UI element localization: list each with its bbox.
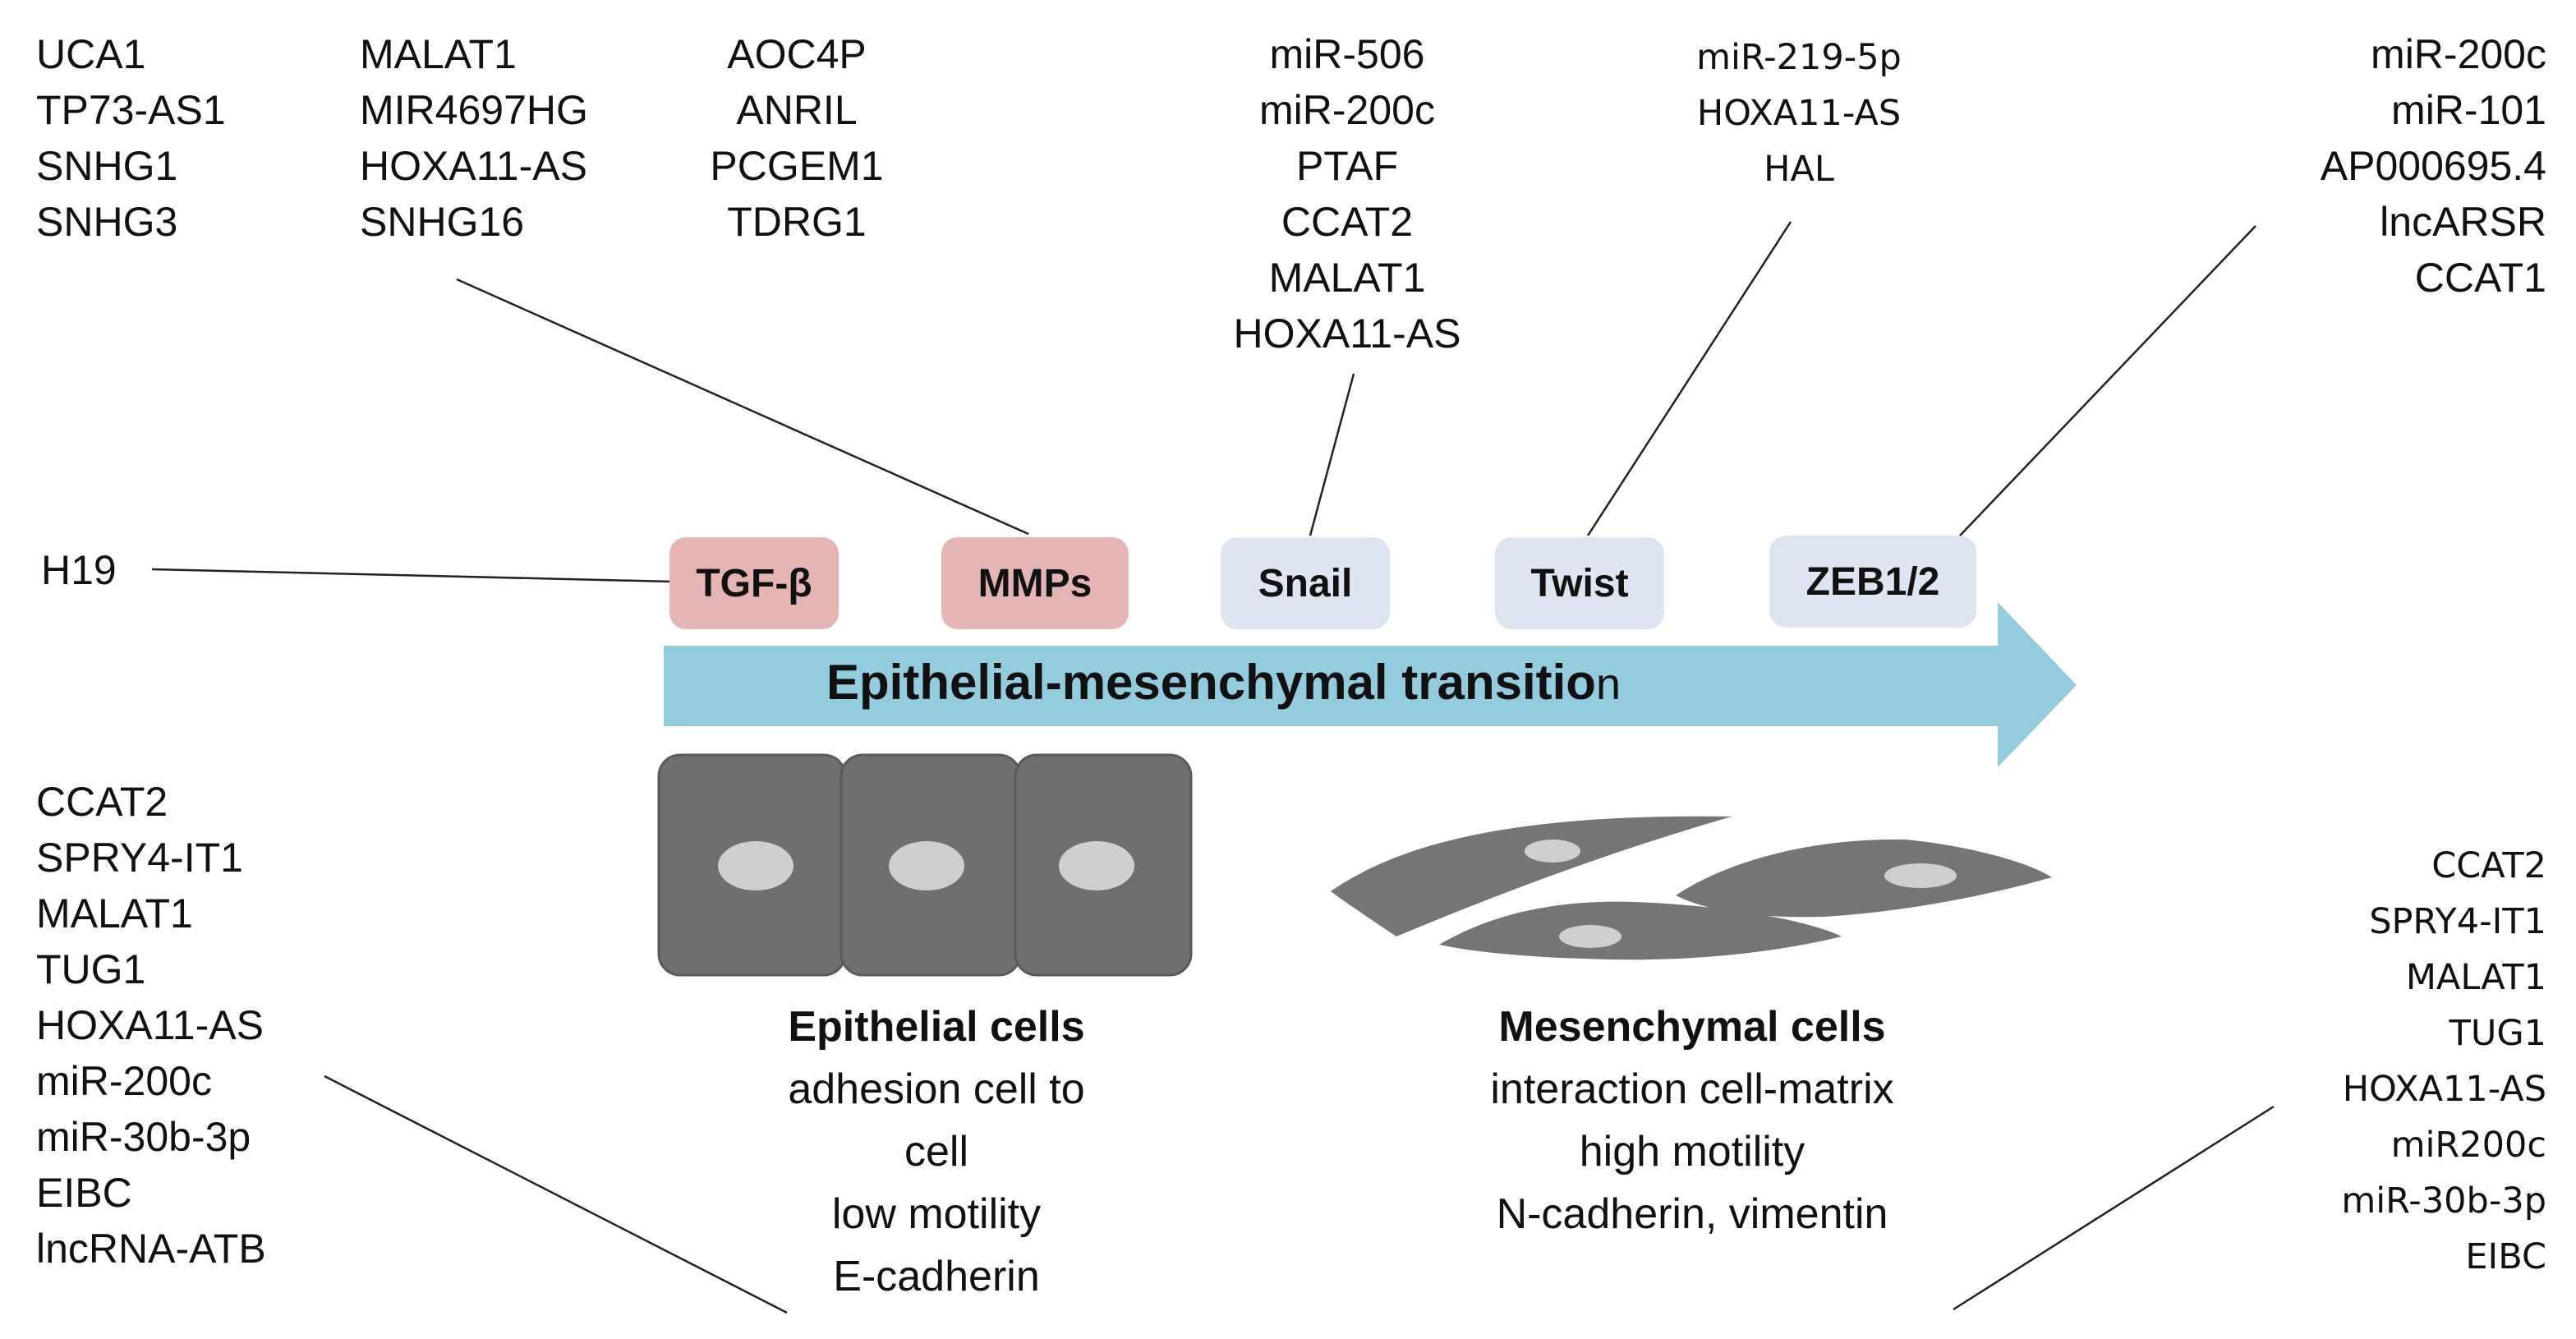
gene-label: HOXA11-AS	[1696, 93, 1902, 134]
connector-bottom-left	[324, 1074, 788, 1314]
caption-line: cell	[904, 1128, 969, 1176]
gene-label: CCAT2	[1281, 199, 1414, 245]
gene-label: miR-101	[2391, 87, 2546, 133]
twist-box: Twist	[1495, 537, 1664, 629]
gene-label: HOXA11-AS	[1233, 311, 1461, 357]
gene-label: EIBC	[36, 1170, 132, 1216]
gene-label: SPRY4-IT1	[36, 835, 243, 881]
top-list-col2: MALAT1 MIR4697HG HOXA11-AS SNHG16	[360, 26, 588, 250]
gene-label: TUG1	[36, 946, 146, 992]
bottom-right-list: CCAT2 SPRY4-IT1 MALAT1 TUG1 HOXA11-AS mi…	[2218, 838, 2546, 1285]
emt-arrow-label-end: n	[1595, 660, 1621, 709]
connector-snail-list	[1309, 373, 1355, 536]
gene-label: SNHG1	[36, 143, 178, 189]
gene-label: AOC4P	[727, 31, 867, 77]
emt-arrow-label-main: Epithelial-mesenchymal transitio	[826, 655, 1596, 710]
gene-label: CCAT2	[2431, 845, 2546, 886]
connector-col2-mmps	[456, 278, 1029, 536]
mesenchymal-cell-2	[1676, 839, 2052, 918]
mesenchymal-cell-3	[1439, 901, 1842, 960]
nucleus	[1059, 841, 1134, 890]
gene-label: miR-200c	[2371, 31, 2546, 77]
gene-label: miR200c	[2390, 1125, 2546, 1166]
mesenchymal-caption: Mesenchymal cells interaction cell-matri…	[1396, 996, 1988, 1245]
nucleus	[1559, 925, 1622, 948]
gene-label: AP000695.4	[2320, 143, 2546, 189]
gene-label: EIBC	[2465, 1236, 2546, 1277]
epithelial-title: Epithelial cells	[788, 1003, 1085, 1051]
gene-label: MALAT1	[2405, 957, 2546, 998]
gene-label: SNHG16	[360, 199, 525, 245]
bottom-left-list: CCAT2 SPRY4-IT1 MALAT1 TUG1 HOXA11-AS mi…	[36, 774, 266, 1277]
nucleus	[1525, 840, 1580, 863]
gene-label: TP73-AS1	[36, 87, 226, 133]
gene-label: HAL	[1764, 149, 1834, 190]
snail-box: Snail	[1221, 537, 1390, 629]
nucleus	[889, 841, 964, 890]
gene-label: miR-506	[1269, 31, 1425, 77]
caption-line: E-cadherin	[833, 1253, 1040, 1300]
gene-label: HOXA11-AS	[36, 1002, 264, 1048]
mesenchymal-cells-group	[1331, 816, 2052, 960]
gene-label: CCAT1	[2414, 255, 2546, 301]
gene-label: SNHG3	[36, 199, 178, 245]
connector-h19-tgf	[151, 568, 673, 583]
caption-line: high motility	[1579, 1128, 1806, 1176]
gene-label: TDRG1	[727, 199, 867, 245]
connector-twist-list	[1586, 221, 1792, 536]
gene-label: ANRIL	[736, 87, 858, 133]
caption-line: adhesion cell to	[788, 1065, 1085, 1113]
caption-line: low motility	[831, 1190, 1042, 1238]
gene-label: UCA1	[36, 31, 146, 77]
gene-label: lncARSR	[2380, 199, 2546, 245]
tgf-beta-box: TGF-β	[669, 537, 839, 629]
gene-label: HOXA11-AS	[360, 143, 587, 189]
gene-label: MALAT1	[360, 31, 517, 77]
zeb-box: ZEB1/2	[1769, 536, 1976, 628]
gene-label: PCGEM1	[710, 143, 884, 189]
gene-label: MALAT1	[36, 890, 193, 936]
connector-bottom-right	[1953, 1105, 2275, 1311]
gene-label: MIR4697HG	[360, 87, 588, 133]
snail-regulator-list: miR-506 miR-200c PTAF CCAT2 MALAT1 HOXA1…	[1183, 26, 1511, 361]
gene-label: miR-30b-3p	[2341, 1180, 2546, 1222]
emt-arrow-label: Epithelial-mesenchymal transition	[826, 654, 1621, 711]
gene-label: SPRY4-IT1	[2369, 901, 2546, 942]
connector-zeb-list	[1959, 225, 2256, 536]
nucleus	[1884, 863, 1957, 888]
caption-line: interaction cell-matrix	[1490, 1065, 1894, 1113]
gene-label: MALAT1	[1268, 255, 1426, 301]
gene-label: HOXA11-AS	[2342, 1069, 2546, 1110]
h19-label: H19	[41, 547, 117, 593]
gene-label: CCAT2	[36, 779, 168, 825]
epithelial-cells-group	[657, 753, 1193, 977]
zeb-regulator-list: miR-200c miR-101 AP000695.4 lncARSR CCAT…	[2218, 26, 2546, 306]
mesenchymal-cell-1	[1331, 816, 1732, 936]
gene-label: miR-200c	[1259, 87, 1435, 133]
emt-arrow	[664, 602, 2077, 767]
epithelial-caption: Epithelial cells adhesion cell to cell l…	[698, 996, 1175, 1308]
top-list-col1: UCA1 TP73-AS1 SNHG1 SNHG3	[36, 26, 226, 250]
gene-label: miR-30b-3p	[36, 1114, 251, 1160]
gene-label: PTAF	[1295, 143, 1399, 189]
mmps-box: MMPs	[941, 537, 1129, 629]
gene-label: TUG1	[2449, 1013, 2546, 1054]
twist-regulator-list: miR-219-5p HOXA11-AS HAL	[1668, 30, 1930, 197]
top-list-col3: AOC4P ANRIL PCGEM1 TDRG1	[682, 26, 912, 250]
gene-label: miR-200c	[36, 1058, 212, 1104]
mesenchymal-title: Mesenchymal cells	[1498, 1003, 1886, 1051]
nucleus	[718, 841, 794, 890]
caption-line: N-cadherin, vimentin	[1496, 1190, 1888, 1238]
gene-label: lncRNA-ATB	[36, 1226, 266, 1272]
gene-label: miR-219-5p	[1696, 37, 1902, 78]
